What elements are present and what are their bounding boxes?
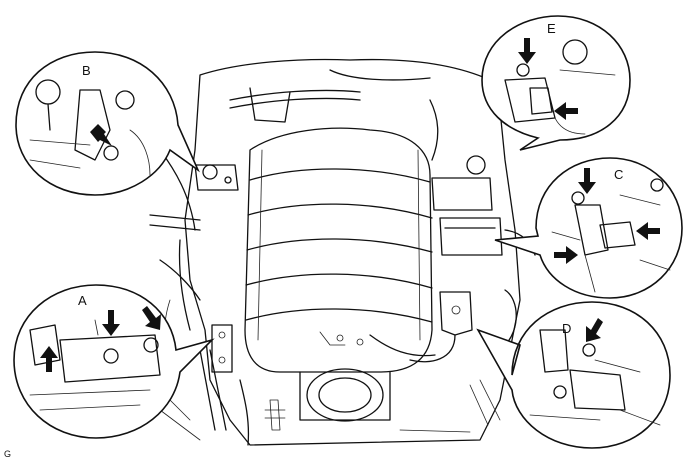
callout-label-b: B [82,63,91,78]
figure-code: G [4,449,12,459]
callout-label-e: E [547,21,556,36]
detail-callout-d [476,301,671,449]
engine-main-view [139,58,536,446]
detail-d-drawing [529,329,661,426]
detail-c-drawing [551,178,671,293]
arrow-pointer-a-right [142,306,161,330]
arrow-pointer-a-left [40,346,58,372]
detail-b-drawing [29,79,151,176]
arrow-pointer-b [90,124,112,146]
arrow-pointer-e-top [518,38,536,64]
detail-callout-e [481,15,631,151]
detail-a-drawing [29,319,161,411]
arrow-pointer-c-left [554,246,578,264]
detail-e-drawing [504,39,616,135]
arrow-pointer-e-right [554,102,578,120]
callout-label-c: C [614,167,624,182]
callout-label-a: A [78,293,87,308]
detail-callout-c [494,157,683,299]
arrow-pointer-d [586,318,603,342]
callout-label-d: D [562,321,572,336]
detail-callout-a [13,284,215,439]
arrow-pointer-c-top [578,168,596,194]
detail-callout-b [15,51,200,196]
arrow-pointer-a-mid [102,310,120,336]
arrow-pointer-c-right [636,222,660,240]
